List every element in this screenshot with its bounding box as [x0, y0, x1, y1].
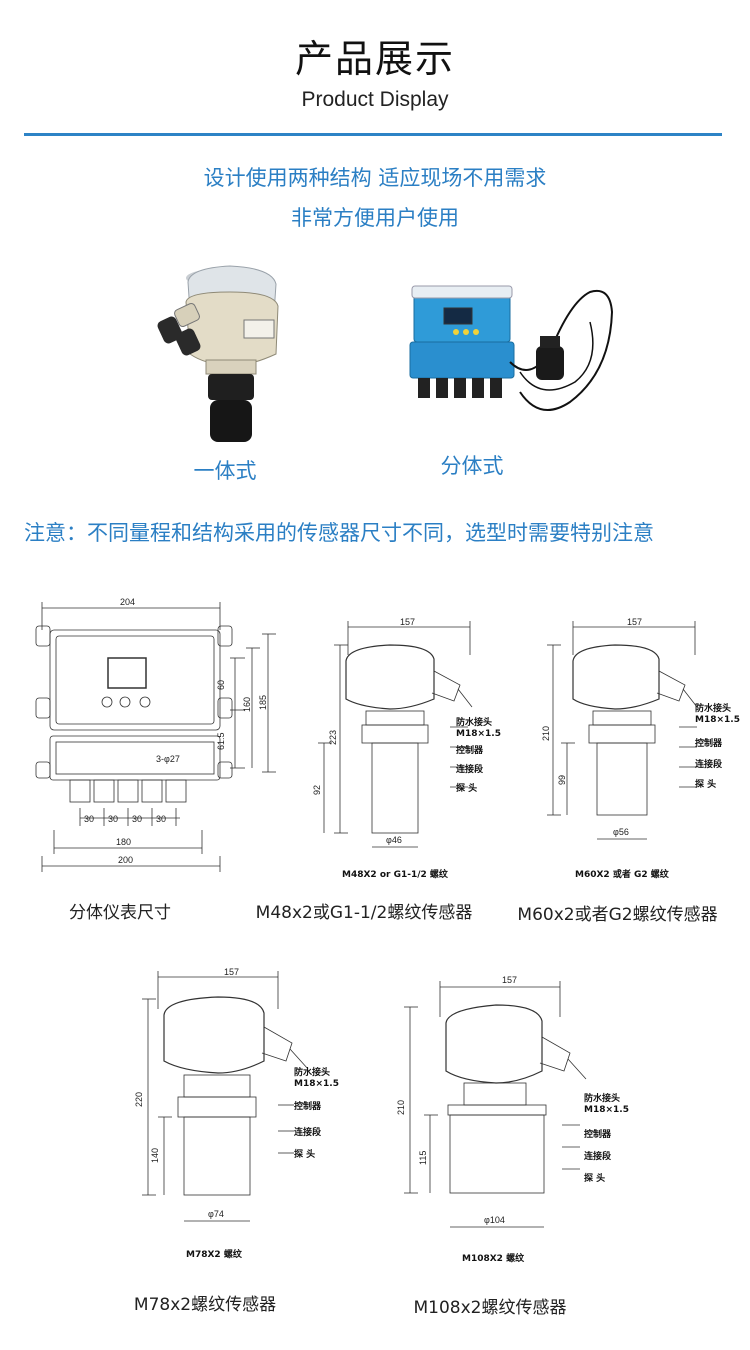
- m108-thread: M108X2 螺纹: [462, 1252, 525, 1264]
- meter-dim-30c: 30: [132, 814, 142, 824]
- m60-thread: M60X2 或者 G2 螺纹: [575, 868, 670, 880]
- intro-line-2: 非常方便用户使用: [291, 206, 459, 230]
- m108-label-joint-spec: M18×1.5: [584, 1105, 629, 1115]
- page-title: 产品展示: [294, 37, 455, 81]
- meter-dim-30d: 30: [156, 814, 166, 824]
- meter-dim-204: 204: [120, 597, 135, 607]
- m108-label-probe: 探 头: [584, 1172, 605, 1184]
- meter-dim-160: 160: [242, 697, 252, 712]
- m48-label-probe: 探 头: [456, 782, 477, 794]
- m78-label-controller: 控制器: [294, 1100, 322, 1112]
- meter-dim-180: 180: [116, 837, 131, 847]
- m78-width: 157: [224, 967, 239, 977]
- selection-note: 注意：不同量程和结构采用的传感器尺寸不同，选型时需要特别注意: [24, 521, 654, 545]
- m48-width: 157: [400, 617, 415, 627]
- m48-label-joint-spec: M18×1.5: [456, 729, 501, 739]
- page-subtitle: Product Display: [301, 88, 449, 111]
- m78-label-probe: 探 头: [294, 1148, 315, 1160]
- m60-height: 210: [541, 726, 551, 741]
- m48-height: 223: [328, 730, 338, 745]
- m60-caption: M60x2或者G2螺纹传感器: [517, 905, 718, 925]
- meter-dim-30b: 30: [108, 814, 118, 824]
- m48-label-connector: 连接段: [456, 763, 484, 775]
- m60-label-connector: 连接段: [695, 758, 723, 770]
- intro-line-1: 设计使用两种结构 适应现场不用需求: [203, 166, 547, 190]
- m78-diameter: φ74: [208, 1209, 224, 1219]
- sensor-m48-drawing: 157 223 92 φ46 M48X2 or G1-1/2 螺纹 防水接头 M…: [312, 617, 501, 880]
- m60-label-probe: 探 头: [695, 778, 716, 790]
- meter-hole-spec: 3-φ27: [156, 754, 180, 764]
- integrated-sensor-image: [157, 265, 279, 442]
- m78-thread: M78X2 螺纹: [186, 1248, 243, 1260]
- m108-caption: M108x2螺纹传感器: [413, 1298, 567, 1318]
- m108-height: 210: [396, 1100, 406, 1115]
- m60-width: 157: [627, 617, 642, 627]
- m60-label-joint: 防水接头: [695, 702, 731, 714]
- m48-label-controller: 控制器: [456, 744, 484, 756]
- m108-label-controller: 控制器: [584, 1128, 612, 1140]
- m48-thread: M48X2 or G1-1/2 螺纹: [342, 868, 449, 880]
- m108-width: 157: [502, 975, 517, 985]
- m78-probe-h: 140: [150, 1148, 160, 1163]
- sensor-m78-drawing: 157 220 140 φ74 M78X2 螺纹 防水接头 M18×1.5 控制…: [134, 967, 339, 1260]
- m78-caption: M78x2螺纹传感器: [133, 1295, 277, 1315]
- meter-dim-60: 60: [216, 680, 226, 690]
- m48-probe-h: 92: [312, 785, 322, 795]
- m108-probe-h: 115: [418, 1151, 428, 1165]
- m108-diameter: φ104: [484, 1215, 505, 1225]
- m78-label-joint: 防水接头: [294, 1066, 330, 1078]
- meter-dim-185: 185: [258, 695, 268, 710]
- m60-diameter: φ56: [613, 827, 629, 837]
- m48-caption: M48x2或G1-1/2螺纹传感器: [255, 903, 473, 923]
- m78-label-connector: 连接段: [294, 1126, 322, 1138]
- m60-label-controller: 控制器: [695, 737, 723, 749]
- meter-dim-200: 200: [118, 855, 133, 865]
- m108-label-joint: 防水接头: [584, 1092, 620, 1104]
- m78-label-joint-spec: M18×1.5: [294, 1079, 339, 1089]
- split-label: 分体式: [440, 454, 504, 478]
- m60-probe-h: 99: [557, 775, 567, 785]
- sensor-m60-drawing: 157 210 99 φ56 M60X2 或者 G2 螺纹 防水接头 M18×1…: [541, 617, 740, 880]
- m60-label-joint-spec: M18×1.5: [695, 715, 740, 725]
- m48-diameter: φ46: [386, 835, 402, 845]
- header-divider: [24, 133, 722, 136]
- m48-label-joint: 防水接头: [456, 716, 492, 728]
- integrated-label: 一体式: [193, 459, 257, 483]
- split-sensor-image: [409, 285, 614, 411]
- meter-dimension-drawing: 204 60 61.5 160 185 3-φ27 30 30 30 30 18…: [35, 597, 276, 872]
- meter-dim-30a: 30: [84, 814, 94, 824]
- sensor-m108-drawing: 157 210 115 φ104 M108X2 螺纹 防水接头 M18×1.5 …: [396, 975, 629, 1264]
- m78-height: 220: [134, 1092, 144, 1107]
- meter-caption: 分体仪表尺寸: [69, 903, 171, 923]
- m108-label-connector: 连接段: [584, 1150, 612, 1162]
- meter-dim-615: 61.5: [216, 732, 226, 750]
